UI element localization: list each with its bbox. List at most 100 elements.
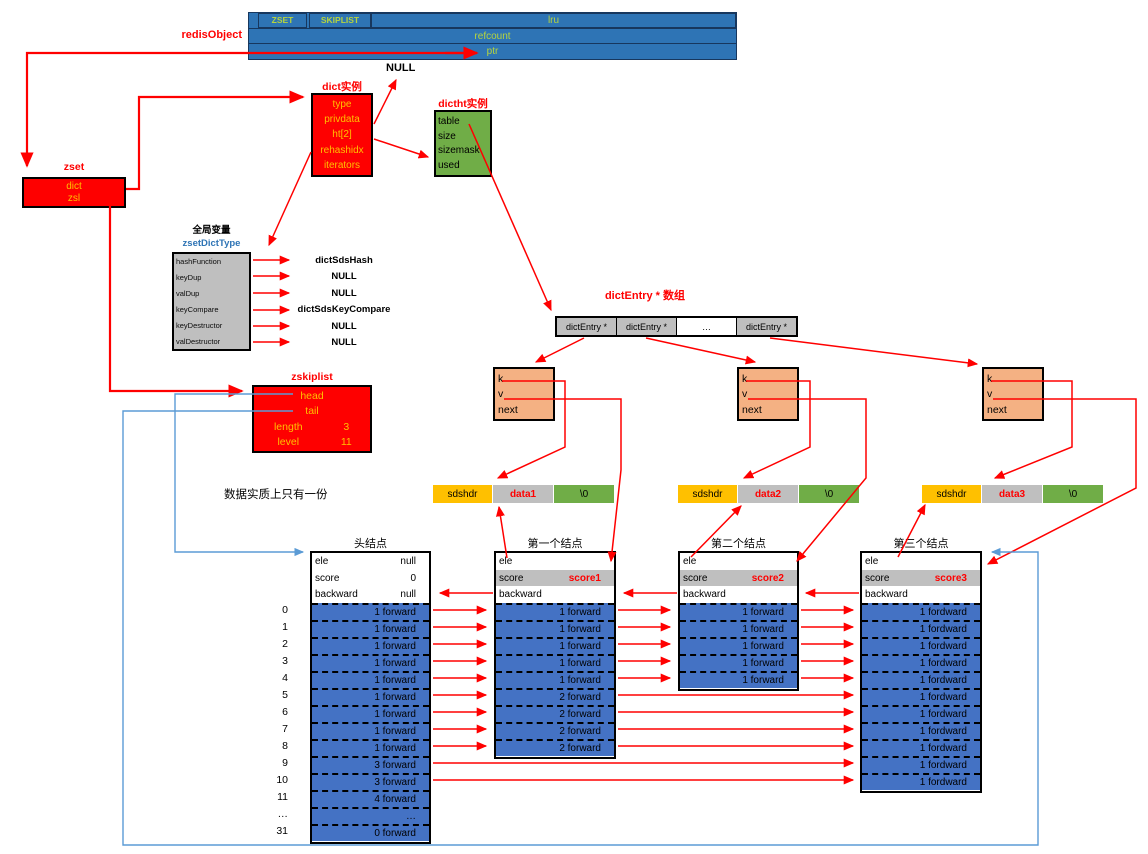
k-field: k: [498, 372, 504, 385]
forward-row: 1 forward: [496, 620, 614, 638]
zskiplist-length-row: length 3: [254, 421, 370, 433]
sds-data-cell: data2: [738, 485, 798, 503]
forward-row: 2 forward: [496, 705, 614, 723]
dict-field: ht[2]: [332, 129, 352, 141]
dictentry-kv-box-2: k v next: [737, 367, 799, 421]
forward-row: 4 forward: [312, 790, 429, 808]
backward-label: backward: [865, 589, 908, 601]
dict-instance-box: type privdata ht[2] rehashidx iterators: [311, 93, 373, 177]
dictentry-cell: dictEntry *: [737, 318, 796, 335]
forward-row: 1 forward: [312, 654, 429, 672]
cell1-to-kv1-arrow: [534, 337, 585, 363]
ele-value: null: [400, 555, 416, 567]
forward-row: 1 fordward: [862, 756, 980, 774]
zskiplist-head-row: head: [300, 390, 324, 403]
forward-row: 1 forward: [312, 705, 429, 723]
forward-row: 1 fordward: [862, 603, 980, 621]
zskiplist-label: zskiplist: [291, 371, 333, 383]
ele-row: ele: [496, 553, 614, 570]
dictht-instance-box: table size sizemask used: [434, 110, 492, 177]
dict-field: type: [332, 99, 352, 111]
forward-row: 1 forward: [496, 654, 614, 672]
level-index: 11: [277, 790, 288, 803]
dicttype-field: keyCompare: [176, 304, 219, 314]
zset-field-dict: dict: [66, 180, 82, 192]
zset-field-zsl: zsl: [67, 193, 81, 205]
level-index: 3: [282, 654, 288, 667]
backward-row: backward: [862, 586, 980, 603]
sdshdr-cell: sdshdr: [433, 485, 492, 503]
zset-label: zset: [63, 161, 85, 173]
level-index: 31: [276, 824, 288, 837]
level-index: 0: [282, 603, 288, 616]
sds-terminator-cell: \0: [554, 485, 614, 503]
dictht-field: size: [438, 130, 456, 142]
dictentry-cell: dictEntry *: [617, 318, 677, 335]
level-index: 1: [282, 620, 288, 633]
ele-label: ele: [315, 555, 329, 567]
v-field: v: [498, 388, 504, 400]
ele-row: ele: [862, 553, 980, 570]
dictentry-array-label: dictEntry * 数组: [604, 290, 686, 302]
zskiplist-tail-row: tail: [305, 405, 319, 418]
level-index: …: [277, 807, 289, 820]
sdshdr-cell: sdshdr: [678, 485, 737, 503]
forward-row: 1 fordward: [862, 688, 980, 706]
level-value: 11: [340, 435, 352, 448]
forward-row: 1 forward: [312, 739, 429, 757]
forward-row: 1 forward: [680, 671, 797, 689]
redisobject-label: redisObject: [181, 29, 242, 41]
dicttype-field: keyDestructor: [176, 320, 223, 330]
length-value: 3: [343, 420, 350, 433]
backward-value: null: [400, 589, 416, 601]
ele-row: ele: [680, 553, 797, 570]
level-index: 7: [282, 722, 288, 735]
next-field: next: [987, 403, 1007, 416]
forward-row: 1 forward: [680, 603, 797, 621]
redisobject-box: ZSET SKIPLIST lru refcount ptr: [248, 12, 737, 60]
sds-terminator-cell: \0: [799, 485, 859, 503]
forward-row: 1 forward: [312, 620, 429, 638]
forward-row: 2 forward: [496, 688, 614, 706]
next-field: next: [742, 403, 762, 416]
dict-field: rehashidx: [320, 144, 364, 156]
forward-row: 2 forward: [496, 722, 614, 740]
forward-row: 1 forward: [680, 620, 797, 638]
dictht-instance-label: dictht实例: [438, 98, 488, 110]
sds-string-2: sdshdr data2 \0: [678, 485, 860, 503]
dictentry-cell: dictEntry *: [557, 318, 617, 335]
forward-row: 1 fordward: [862, 773, 980, 791]
score-value: score3: [934, 572, 967, 584]
forward-row: 1 forward: [312, 671, 429, 689]
forward-row: …: [312, 807, 429, 825]
level-index: 2: [282, 637, 288, 650]
zskiplist-box: head tail length 3 level 11: [252, 385, 372, 453]
forward-row: 1 forward: [680, 654, 797, 672]
ele-row: ele null: [312, 553, 429, 570]
cell2-to-kv2-arrow: [645, 337, 757, 365]
backward-label: backward: [683, 589, 726, 601]
head-node-title: 头结点: [354, 538, 387, 550]
dictht-field: table: [438, 115, 460, 127]
dict-field: privdata: [324, 114, 360, 126]
encoding-cell: SKIPLIST: [309, 13, 371, 28]
refcount-cell: refcount: [249, 27, 736, 44]
global-var-label: 全局变量: [192, 225, 231, 236]
level-index: 8: [282, 739, 288, 752]
forward-row: 1 forward: [496, 671, 614, 689]
sds-terminator-cell: \0: [1043, 485, 1103, 503]
dict-field: iterators: [323, 159, 361, 171]
dicttype-value: dictSdsKeyCompare: [297, 304, 391, 316]
v-field: v: [742, 388, 748, 400]
dicttype-field: keyDup: [176, 273, 202, 283]
forward-row: 1 forward: [680, 637, 797, 655]
k-field: k: [742, 372, 748, 385]
dictht-field: sizemask: [438, 145, 480, 157]
score-value: score2: [751, 572, 784, 584]
